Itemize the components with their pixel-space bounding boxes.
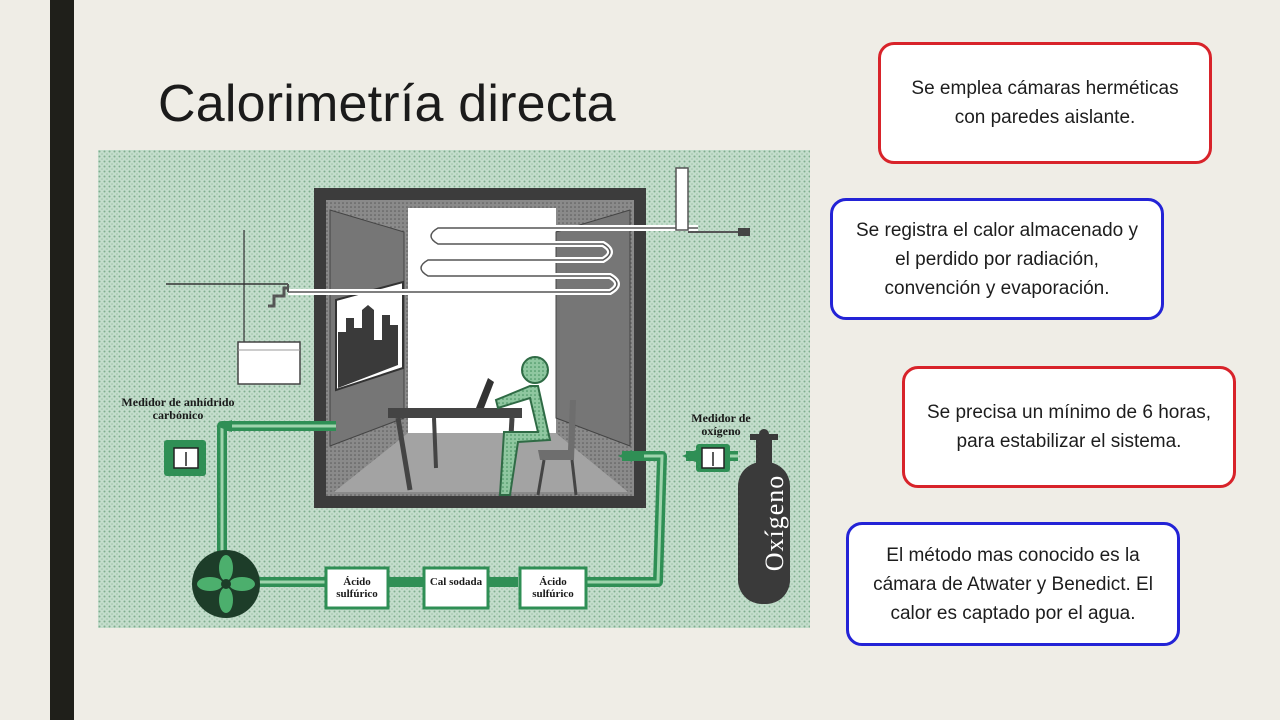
- note-minimum-hours: Se precisa un mínimo de 6 horas, para es…: [902, 366, 1236, 488]
- fan-blades: [197, 555, 255, 613]
- city-silhouette: [338, 305, 398, 388]
- laptop: [476, 378, 494, 408]
- box-sulfuric-1-label: Ácido sulfúrico: [336, 576, 378, 600]
- box-soda-lime: [422, 566, 490, 610]
- box-sulfuric-2-label: Ácido sulfúrico: [532, 576, 574, 600]
- diagram-svg: [98, 150, 810, 628]
- coil-tube-outline: [288, 227, 698, 293]
- note-atwater-benedict: El método mas conocido es la cámara de A…: [846, 522, 1180, 646]
- right-door: [555, 209, 631, 447]
- box-soda-lime-label: Cal sodada: [429, 576, 483, 588]
- chair: [538, 400, 576, 460]
- box-sulfuric-1: [324, 566, 390, 610]
- oxygen-tank-label: Oxígeno: [760, 474, 789, 572]
- table-top: [388, 408, 522, 418]
- person-body: [494, 385, 552, 496]
- note-heat-recording: Se registra el calor almacenado y el per…: [830, 198, 1164, 320]
- note-atwater-benedict-text: El método mas conocido es la cámara de A…: [873, 544, 1153, 624]
- calorimeter-diagram: Medidor de anhídrido carbónico Medidor d…: [98, 150, 810, 628]
- note-hermetic-chambers: Se emplea cámaras herméticas con paredes…: [878, 42, 1212, 164]
- note-heat-recording-text: Se registra el calor almacenado y el per…: [856, 219, 1138, 299]
- box-sulfuric-2: [518, 566, 588, 610]
- o2-meter-label: Medidor de oxígeno: [691, 411, 751, 438]
- left-accent-bar: [50, 0, 74, 720]
- person-head: [521, 356, 549, 384]
- arrow-oxygen-in: [618, 450, 632, 462]
- note-minimum-hours-text: Se precisa un mínimo de 6 horas, para es…: [926, 402, 1212, 452]
- inlet-pipe: [675, 167, 689, 231]
- water-container: [237, 341, 301, 385]
- arrow-left-outlet: [216, 420, 232, 432]
- note-hermetic-chambers-text: Se emplea cámaras herméticas con paredes…: [911, 78, 1179, 128]
- arrow-oxygen-source: [682, 450, 696, 462]
- oxygen-tank: [738, 462, 790, 604]
- slide-title: Calorimetría directa: [158, 75, 616, 133]
- co2-meter-label: Medidor de anhídrido carbónico: [121, 395, 235, 422]
